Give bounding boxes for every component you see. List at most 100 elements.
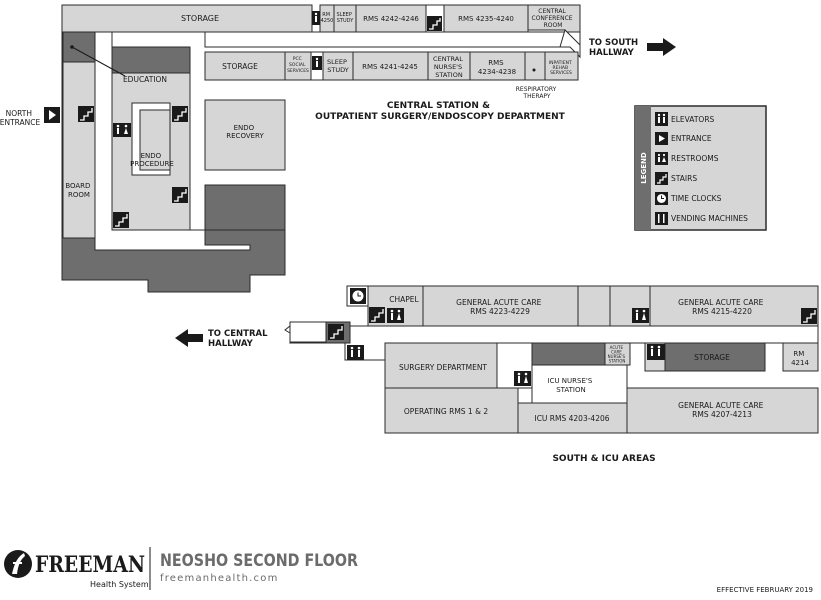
south-labels: CHAPEL GENERAL ACUTE CARE RMS 4223-4229 … — [208, 295, 809, 464]
stairs-icon — [655, 172, 668, 185]
gac-4207-4213-line-1: GENERAL ACUTE CARE — [678, 401, 764, 410]
gac-4215-4220-label: GENERAL ACUTE CARE RMS 4215-4220 — [678, 298, 766, 316]
pcc-social-line-2: SOCIAL — [289, 62, 306, 68]
restroom-icon — [655, 152, 668, 165]
legend-label-time-clocks: TIME CLOCKS — [670, 194, 722, 203]
inpatient-rehab-line-2: REHAB — [553, 65, 569, 71]
restroom-icon — [312, 56, 322, 70]
north-entrance-label: NORTH ENTRANCE — [0, 109, 41, 127]
inpatient-rehab-line-3: SERVICES — [550, 70, 572, 76]
elevator-icon — [647, 344, 665, 360]
chapel-label: CHAPEL — [389, 295, 419, 304]
legend-label-stairs: STAIRS — [671, 174, 697, 183]
north-dark-block — [204, 184, 286, 231]
room-respiratory-therapy — [524, 51, 546, 81]
gac-4215-4220-line-2: RMS 4215-4220 — [692, 307, 752, 316]
stairs-icon — [78, 106, 94, 122]
time-clock-icon — [655, 192, 668, 205]
gac-4223-4229-line-1: GENERAL ACUTE CARE — [456, 298, 542, 307]
to-south-hallway-arrow[interactable] — [647, 38, 676, 56]
sleep-study-small-line-2: STUDY — [337, 18, 354, 24]
central-station-title-line-2: OUTPATIENT SURGERY/ENDOSCOPY DEPARTMENT — [315, 112, 566, 122]
legend: LEGEND ELEVATORS ENTRANCE RESTROOMS STAI… — [634, 105, 767, 231]
central-nurses-line-1: CENTRAL — [433, 55, 463, 63]
stairs-icon — [113, 212, 129, 228]
website[interactable]: freemanhealth.com — [160, 573, 279, 584]
central-conference-label: CENTRAL CONFERENCE ROOM — [532, 8, 575, 29]
legend-label-restrooms: RESTROOMS — [671, 154, 719, 163]
south-icons — [175, 288, 817, 386]
brand-name: FREEMAN — [35, 552, 145, 578]
elevator-icon — [655, 112, 668, 126]
freeman-logo — [4, 550, 32, 578]
room-board-room — [62, 61, 96, 239]
icu-nurses-line-1: ICU NURSE'S — [548, 377, 593, 385]
endo-inner-room — [139, 109, 171, 171]
vending-icon — [532, 68, 536, 72]
stairs-icon — [172, 187, 188, 203]
to-south-hallway-line-1: TO SOUTH — [589, 38, 638, 48]
room-icu-rms — [517, 402, 628, 434]
operating-rms-label: OPERATING RMS 1 & 2 — [404, 407, 488, 416]
storage-south-label: STORAGE — [694, 353, 730, 362]
room-dark-block — [531, 342, 606, 366]
inpatient-rehab-line-1: INPATIENT — [549, 60, 572, 66]
north-entrance-line-2: ENTRANCE — [0, 118, 41, 127]
to-south-hallway-line-2: HALLWAY — [589, 48, 635, 58]
central-conference-line-3: ROOM — [544, 22, 563, 29]
south-icu-title: SOUTH & ICU AREAS — [552, 454, 655, 464]
legend-label-vending-machines: VENDING MACHINES — [671, 214, 748, 223]
gac-4215-4220-line-1: GENERAL ACUTE CARE — [678, 298, 764, 307]
rms-4235-4240-label: RMS 4235-4240 — [458, 15, 514, 23]
to-central-hallway-line-1: TO CENTRAL — [208, 329, 268, 339]
icu-nurses-line-2: STATION — [556, 386, 586, 394]
legend-title-bar — [635, 106, 651, 230]
stairs-icon — [801, 308, 817, 324]
vending-icon — [655, 212, 668, 225]
sleep-study-line-1: SLEEP — [327, 58, 347, 66]
floor-title: NEOSHO SECOND FLOOR — [160, 551, 358, 571]
to-central-hallway-arrow[interactable] — [175, 329, 203, 347]
north-entrance-icon[interactable] — [44, 107, 60, 123]
pcc-social-line-1: PCC — [293, 56, 302, 62]
room-storage-mid — [204, 51, 286, 81]
board-room-label: BOARD ROOM — [65, 182, 92, 199]
acute-care-nurses-line-3: NURSE'S — [608, 354, 626, 359]
central-conference-line-2: CONFERENCE — [532, 15, 573, 22]
central-station-title: CENTRAL STATION & OUTPATIENT SURGERY/END… — [315, 101, 566, 122]
respiratory-therapy-line-1: RESPIRATORY — [516, 86, 557, 93]
gac-4207-4213-label: GENERAL ACUTE CARE RMS 4207-4213 — [678, 401, 766, 419]
education-label: EDUCATION — [123, 75, 167, 84]
respiratory-therapy-line-2: THERAPY — [522, 93, 550, 100]
sleep-study-label: SLEEP STUDY — [327, 58, 349, 74]
inpatient-rehab-label: INPATIENT REHAB SERVICES — [549, 60, 573, 76]
gac-4207-4213-line-2: RMS 4207-4213 — [692, 410, 752, 419]
board-room-line-1: BOARD — [65, 182, 90, 190]
room-operating — [384, 387, 519, 434]
endo-recovery-line-2: RECOVERY — [226, 132, 264, 140]
room-education — [111, 46, 191, 74]
endo-procedure-label: ENDO PROCEDURE — [130, 152, 174, 168]
restroom-icon — [312, 11, 320, 25]
central-nurses-line-3: STATION — [435, 71, 463, 79]
stairs-icon — [328, 324, 344, 340]
legend-title: LEGEND — [640, 152, 648, 184]
room-storage-top — [61, 4, 313, 33]
acute-care-nurses-line-2: CARE — [611, 350, 622, 355]
sleep-study-small-line-1: SLEEP — [337, 12, 352, 18]
sleep-study-small-label: SLEEP STUDY — [337, 12, 355, 24]
room-rm-4214 — [782, 342, 819, 372]
stairs-icon — [369, 307, 385, 323]
to-central-hallway-label: TO CENTRAL HALLWAY — [208, 329, 270, 349]
surgery-department-label: SURGERY DEPARTMENT — [399, 363, 487, 372]
restroom-icon — [514, 371, 531, 386]
endo-procedure-line-1: ENDO — [141, 152, 162, 160]
icu-rms-label: ICU RMS 4203-4206 — [534, 414, 609, 423]
icu-nurses-label: ICU NURSE'S STATION — [548, 377, 595, 394]
rm-4214-line-1: RM — [793, 350, 804, 358]
central-station-title-line-1: CENTRAL STATION & — [387, 101, 490, 111]
to-south-hallway-label: TO SOUTH HALLWAY — [589, 38, 641, 58]
elevator-icon — [347, 345, 364, 360]
north-labels: STORAGE RM 4250 SLEEP STUDY RMS 4242-424… — [0, 8, 641, 199]
